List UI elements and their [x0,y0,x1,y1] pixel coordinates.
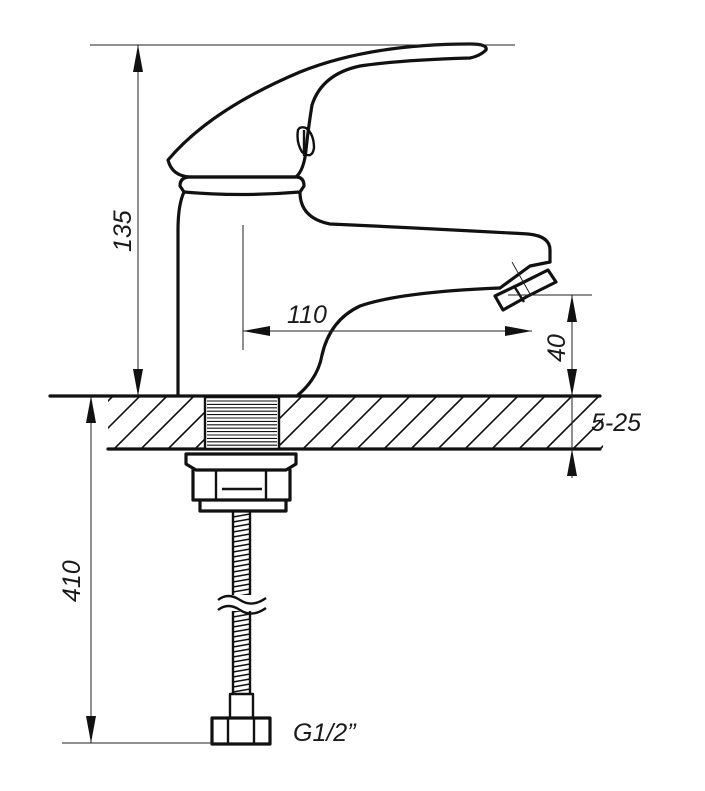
dimension-hose-410: 410 [58,396,212,744]
dimension-clearance-40: 40 [508,294,592,396]
deck-hatching [108,397,603,449]
label-5-25: 5-25 [591,409,641,437]
dimension-reach-110: 110 [242,225,532,350]
threaded-shank [203,395,281,451]
dimension-deck-5-25: 5-25 [567,396,641,478]
label-thread-g1-2: G1/2” [293,719,357,747]
label-410: 410 [58,560,86,602]
flexible-hose [217,511,267,720]
faucet-body [176,175,558,397]
countertop-deck [48,394,603,451]
dimension-height-135: 135 [90,44,515,396]
label-110: 110 [287,301,327,329]
label-40: 40 [543,334,571,362]
hose-connector-nut [210,716,272,746]
mounting-nut [184,452,298,513]
lever-handle[interactable] [166,42,488,179]
label-135: 135 [109,210,137,252]
